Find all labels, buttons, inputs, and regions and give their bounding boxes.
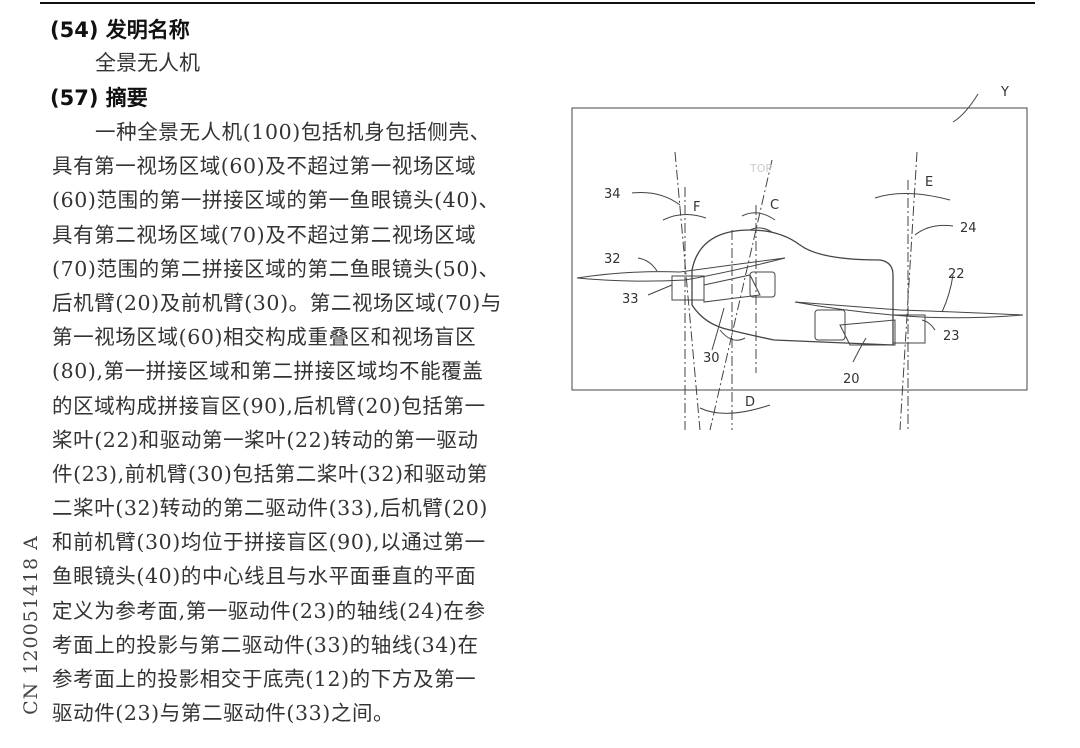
leader-33 bbox=[647, 284, 673, 296]
invention-title: 全景无人机 bbox=[95, 51, 200, 75]
label-30: 30 bbox=[703, 351, 720, 366]
abstract-line: 二桨叶(32)转动的第二驱动件(33),后机臂(20) bbox=[52, 496, 488, 521]
abstract-line: 参考面上的投影相交于底壳(12)的下方及第一 bbox=[52, 667, 477, 691]
drone-drawing: Y TOP 34 F C E 24 32 22 33 23 30 20 D bbox=[571, 85, 1028, 431]
publication-number-text: CN 120051418 A bbox=[20, 534, 42, 715]
label-33: 33 bbox=[622, 292, 639, 307]
abstract-heading: (57) 摘要 bbox=[50, 86, 148, 110]
rear-arm bbox=[839, 319, 896, 346]
abstract-line: 定义为参考面,第一驱动件(23)的轴线(24)在参 bbox=[52, 598, 486, 623]
leader-24 bbox=[914, 224, 954, 236]
front-propeller bbox=[576, 257, 786, 282]
angle-f-arc bbox=[662, 214, 707, 221]
leader-22 bbox=[941, 274, 954, 313]
label-20: 20 bbox=[843, 372, 860, 387]
label-c: C bbox=[770, 198, 779, 213]
abstract-line: 和前机臂(30)均位于拼接盲区(90),以通过第一 bbox=[52, 530, 486, 555]
label-e: E bbox=[925, 175, 933, 190]
label-32: 32 bbox=[604, 252, 621, 267]
abstract-line: 桨叶(22)和驱动第一桨叶(22)转动的第一驱动 bbox=[52, 427, 479, 452]
abstract-text: 一种全景无人机(100)包括机身包括侧壳、 具有第一视场区域(60)及不超过第一… bbox=[52, 115, 522, 730]
axis-lines bbox=[674, 151, 918, 431]
rear-motor bbox=[892, 314, 926, 344]
abstract-line: 后机臂(20)及前机臂(30)。第二视场区域(70)与 bbox=[52, 290, 502, 315]
leader-34 bbox=[631, 192, 681, 206]
abstract-line: 第一视场区域(60)相交构成重叠区和视场盲区 bbox=[52, 325, 477, 350]
bottom-lens bbox=[719, 329, 746, 341]
label-top: TOP bbox=[749, 162, 772, 175]
leader-20 bbox=[852, 337, 867, 363]
abstract-line: 件(23),前机臂(30)包括第二桨叶(32)和驱动第 bbox=[52, 461, 488, 486]
abstract-line: (60)范围的第一拼接区域的第一鱼眼镜头(40)、 bbox=[52, 188, 500, 213]
label-f: F bbox=[693, 200, 700, 215]
abstract-line: 驱动件(23)与第二驱动件(33)之间。 bbox=[52, 701, 395, 726]
leader-30 bbox=[711, 307, 725, 351]
label-d: D bbox=[745, 395, 755, 410]
abstract-line: 的区域构成拼接盲区(90),后机臂(20)包括第一 bbox=[52, 393, 486, 418]
angle-d-arc bbox=[699, 404, 771, 414]
patent-drawing: Y TOP 34 F C E 24 32 22 33 23 30 20 D bbox=[560, 80, 1040, 431]
top-rule bbox=[40, 2, 1035, 4]
rear-propeller bbox=[794, 301, 1024, 319]
abstract-line: 鱼眼镜头(40)的中心线且与水平面垂直的平面 bbox=[52, 564, 477, 589]
abstract-line: 具有第二视场区域(70)及不超过第二视场区域 bbox=[52, 222, 477, 247]
abstract-line: 一种全景无人机(100)包括机身包括侧壳、 bbox=[95, 120, 491, 144]
invention-title-heading: (54) 发明名称 bbox=[50, 18, 190, 42]
front-arm-mount bbox=[749, 271, 776, 298]
leader-32 bbox=[637, 257, 658, 272]
label-34: 34 bbox=[604, 187, 621, 202]
angle-e-arc bbox=[874, 192, 951, 201]
abstract-line: (70)范围的第二拼接区域的第二鱼眼镜头(50)、 bbox=[52, 256, 500, 281]
label-y: Y bbox=[1000, 85, 1009, 100]
drone-body bbox=[691, 229, 894, 346]
label-23: 23 bbox=[943, 329, 960, 344]
leader-23 bbox=[921, 319, 936, 331]
rear-arm-mount bbox=[814, 309, 846, 341]
leader-y bbox=[952, 93, 979, 123]
abstract-line: 考面上的投影与第二驱动件(33)的轴线(34)在 bbox=[52, 632, 479, 657]
reference-plane-box bbox=[571, 107, 1028, 391]
top-dome bbox=[749, 227, 773, 233]
angle-c-arc bbox=[741, 212, 776, 221]
label-24: 24 bbox=[960, 221, 977, 236]
front-arm bbox=[703, 274, 761, 303]
abstract-line: 具有第一视场区域(60)及不超过第一视场区域 bbox=[52, 154, 477, 179]
label-22: 22 bbox=[948, 267, 965, 282]
publication-number: CN 120051418 A bbox=[16, 535, 46, 715]
abstract-line: (80),第一拼接区域和第二拼接区域均不能覆盖 bbox=[52, 359, 484, 384]
